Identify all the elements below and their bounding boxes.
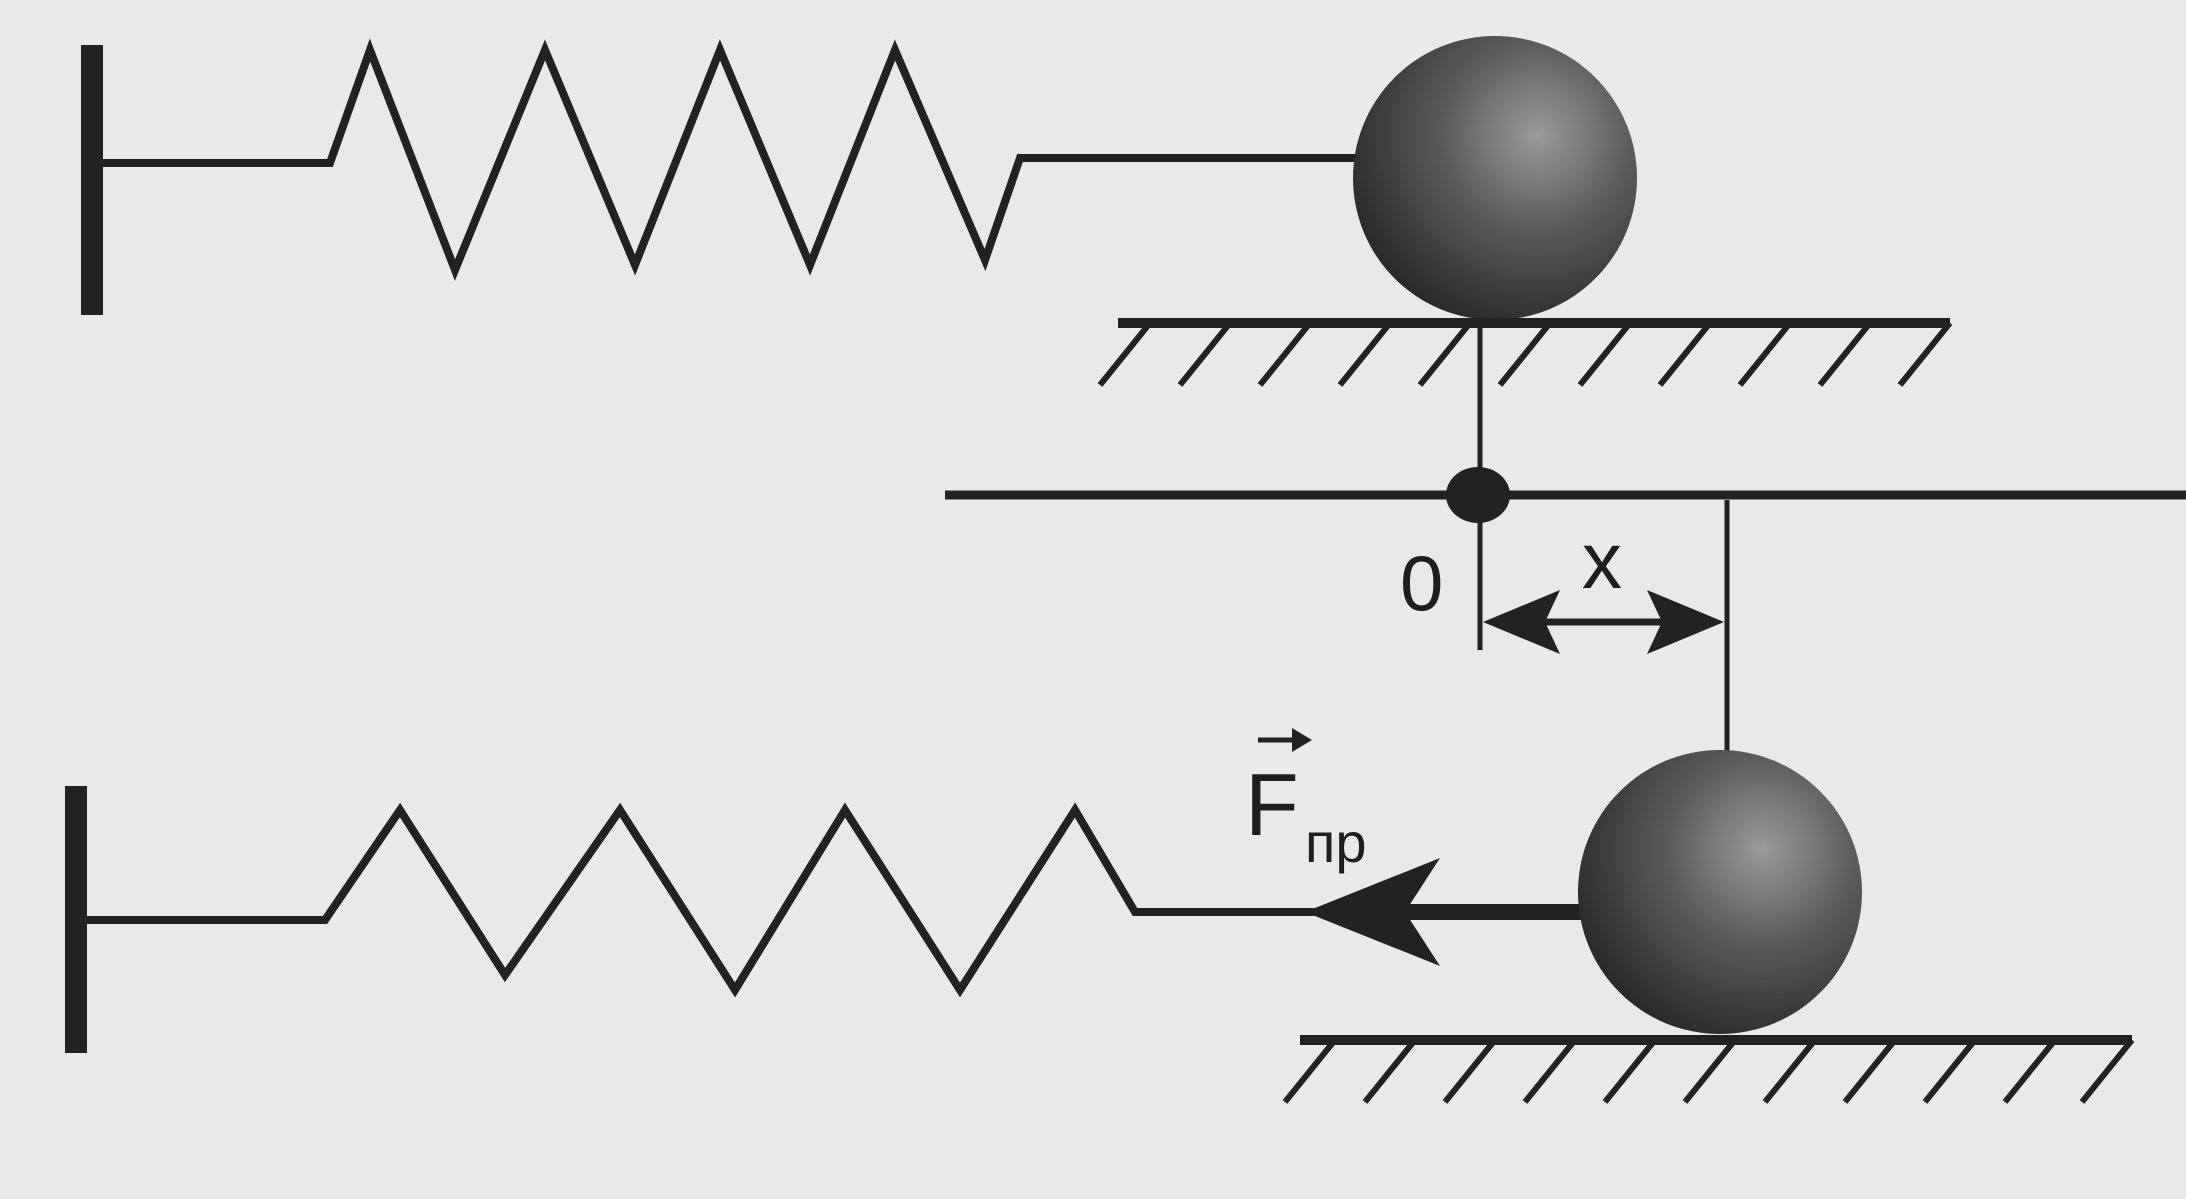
top-spring [92,38,1360,281]
origin-point [1446,467,1510,523]
top-ball [1353,36,1637,320]
top-assembly [81,36,1953,387]
force-label: F пр [1245,728,1366,874]
displacement-arrow-right-head [1647,590,1724,654]
bottom-floor-hatch [1282,1038,2135,1104]
displacement-label: x [1582,516,1622,605]
bottom-ball [1578,750,1862,1034]
axis-group: 0 x [945,323,2186,770]
origin-label: 0 [1400,539,1443,627]
force-label-subscript: пр [1305,811,1366,874]
force-vector-arrowhead [1292,728,1312,752]
spring-force-arrow-head [1305,858,1440,966]
displacement-arrow-left-head [1483,590,1560,654]
force-label-main: F [1245,755,1299,854]
top-floor-hatch [1097,321,1953,387]
bottom-assembly: F пр [65,728,2135,1104]
bottom-spring [76,802,1590,998]
